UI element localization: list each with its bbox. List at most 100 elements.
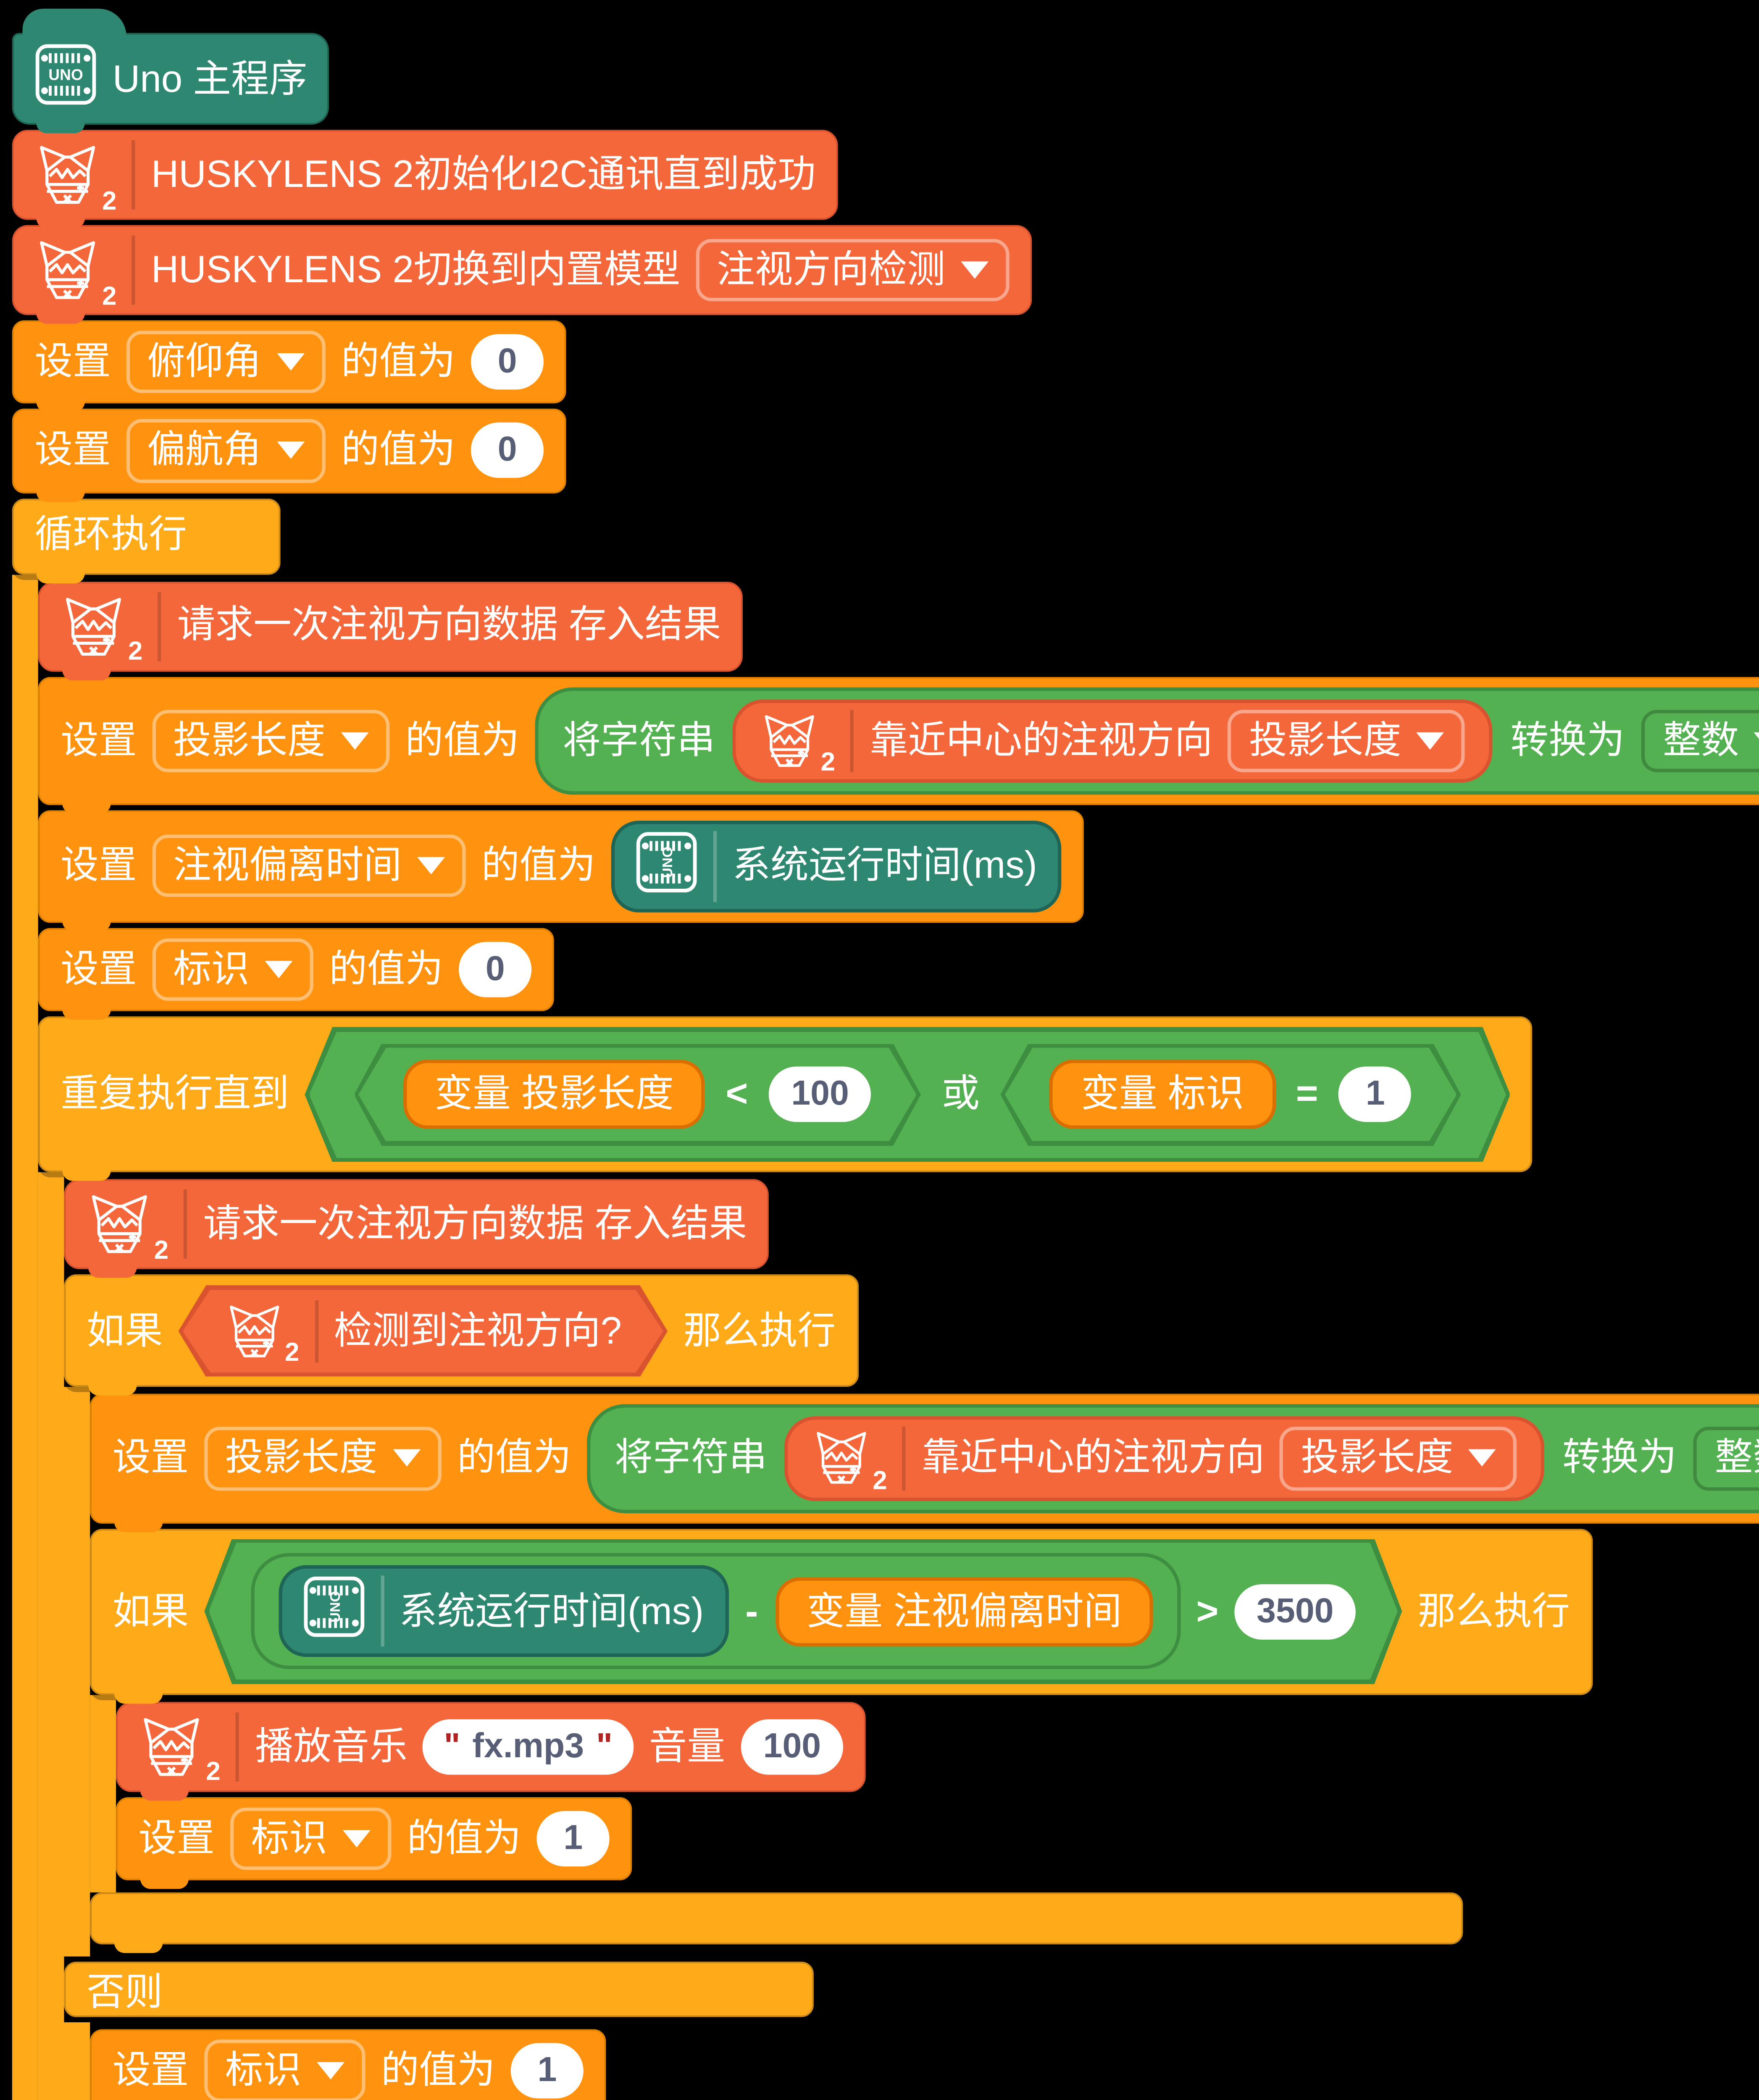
variable-dropdown[interactable]: 俯仰角 bbox=[126, 331, 326, 394]
variable-dropdown[interactable]: 注视偏离时间 bbox=[152, 835, 466, 898]
variable-dropdown[interactable]: 标识 bbox=[230, 1807, 392, 1870]
string-convert-block[interactable]: 将字符串 2 靠近中心的注视方向 投影长度 转换为 bbox=[535, 686, 1759, 795]
husky-switch-label: HUSKYLENS 2切换到内置模型 bbox=[151, 247, 681, 291]
divider bbox=[236, 1712, 240, 1781]
forever-block[interactable]: 循环执行 2 请求一次注视方向数据 存入结果 设置 投影长度 的值为 bbox=[12, 498, 1759, 2100]
music-file-input[interactable]: " fx.mp3 " bbox=[423, 1719, 634, 1774]
set-flag-block[interactable]: 设置 标识 的值为 1 bbox=[116, 1796, 632, 1889]
greater-than-operator[interactable]: UNO 系统运行时间(ms) - 变量 注视偏离时间 bbox=[204, 1538, 1402, 1684]
less-than-operator[interactable]: 变量 投影长度 < 100 bbox=[354, 1043, 921, 1146]
projection-dropdown[interactable]: 投影长度 bbox=[1228, 709, 1466, 772]
value-input[interactable]: 1 bbox=[1339, 1067, 1412, 1122]
husky-init-block[interactable]: 2 HUSKYLENS 2初始化I2C通讯直到成功 bbox=[12, 130, 839, 229]
or-operator[interactable]: 变量 投影长度 < 100 或 变量 标识 = 1 bbox=[305, 1027, 1510, 1162]
if-foot[interactable] bbox=[90, 1892, 1463, 1953]
set-flag-block[interactable]: 设置 标识 的值为 1 bbox=[90, 2029, 606, 2100]
huskylens-fox-icon: 2 bbox=[139, 1712, 221, 1786]
value-input[interactable]: 1 bbox=[510, 2043, 584, 2099]
convert-type-dropdown[interactable]: 整数 bbox=[1642, 709, 1759, 772]
value-input[interactable]: 100 bbox=[769, 1067, 872, 1122]
projection-dropdown[interactable]: 投影长度 bbox=[1280, 1427, 1517, 1490]
divider bbox=[380, 1575, 384, 1647]
variable-reporter[interactable]: 变量 标识 bbox=[1050, 1060, 1275, 1129]
else-bar[interactable]: 否则 bbox=[64, 1961, 814, 2017]
variable-dropdown[interactable]: 标识 bbox=[152, 938, 314, 1001]
if-header[interactable]: 如果 UNO 系统运行时 bbox=[90, 1528, 1593, 1704]
if-body: 2 播放音乐 " fx.mp3 " bbox=[90, 1694, 866, 1893]
husky-gaze-reporter[interactable]: 2 靠近中心的注视方向 投影长度 bbox=[784, 1417, 1545, 1501]
divider bbox=[184, 1190, 188, 1260]
string-convert-block[interactable]: 将字符串 2 靠近中心的注视方向 bbox=[587, 1404, 1759, 1512]
divider bbox=[132, 140, 136, 210]
dropdown-caret-icon bbox=[417, 858, 445, 875]
set-projection-block[interactable]: 设置 投影长度 的值为 将字符串 2 靠近中心的注视方向 bbox=[38, 676, 1759, 814]
variable-reporter[interactable]: 变量 投影长度 bbox=[403, 1060, 705, 1129]
divider bbox=[713, 830, 717, 902]
divider bbox=[158, 591, 162, 661]
value-input[interactable]: 0 bbox=[471, 334, 544, 390]
dropdown-caret-icon bbox=[317, 2062, 345, 2079]
value-input[interactable]: 3500 bbox=[1234, 1583, 1357, 1639]
script-stack: UNO Uno 主程序 2 HUSKYLENS 2初始化I2C通讯直到成功 2 … bbox=[12, 5, 1759, 2100]
model-dropdown[interactable]: 注视方向检测 bbox=[696, 239, 1010, 302]
convert-type-dropdown[interactable]: 整数 bbox=[1694, 1427, 1759, 1490]
dropdown-caret-icon bbox=[265, 961, 293, 979]
huskylens-fox-icon: 2 bbox=[60, 591, 142, 666]
huskylens-fox-icon: 2 bbox=[224, 1300, 300, 1362]
repeat-until-header[interactable]: 重复执行直到 变量 投影长度 < 100 或 变量 标识 = 1 bbox=[38, 1016, 1533, 1182]
runtime-reporter[interactable]: UNO 系统运行时间(ms) bbox=[278, 1565, 728, 1657]
variable-dropdown[interactable]: 投影长度 bbox=[204, 1427, 442, 1490]
huskylens-fox-icon: 2 bbox=[87, 1190, 168, 1265]
svg-text:UNO: UNO bbox=[48, 66, 83, 84]
husky-init-label: HUSKYLENS 2初始化I2C通讯直到成功 bbox=[151, 152, 816, 196]
if-body: 设置 投影长度 的值为 将字符串 bbox=[64, 1387, 1759, 1956]
set-gaze-deviate-time-block[interactable]: 设置 注视偏离时间 的值为 UNO 系统运行时间(ms) bbox=[38, 810, 1084, 932]
dropdown-caret-icon bbox=[1469, 1450, 1497, 1467]
subtract-operator[interactable]: UNO 系统运行时间(ms) - 变量 注视偏离时间 bbox=[250, 1553, 1181, 1670]
huskylens-fox-icon: 2 bbox=[34, 141, 117, 215]
uno-board-icon: UNO bbox=[636, 831, 698, 902]
forever-body: 2 请求一次注视方向数据 存入结果 设置 投影长度 的值为 将字符串 bbox=[12, 574, 1759, 2100]
svg-text:UNO: UNO bbox=[660, 846, 676, 877]
forever-header[interactable]: 循环执行 bbox=[12, 498, 281, 583]
value-input[interactable]: 0 bbox=[459, 942, 532, 998]
else-body: 设置 标识 的值为 1 bbox=[64, 2022, 606, 2100]
uno-board-icon: UNO bbox=[34, 43, 97, 115]
set-pitch-block[interactable]: 设置 俯仰角 的值为 0 bbox=[12, 320, 566, 413]
dropdown-caret-icon bbox=[343, 1830, 371, 1847]
repeat-until-block-1[interactable]: 重复执行直到 变量 投影长度 < 100 或 变量 标识 = 1 bbox=[38, 1016, 1759, 2100]
uno-board-icon: UNO bbox=[302, 1575, 364, 1647]
if-detect-gaze-block[interactable]: 如果 2 检测到注视方向? 那么执行 bbox=[64, 1275, 1759, 2100]
dropdown-caret-icon bbox=[277, 442, 305, 460]
uno-main-hat-block[interactable]: UNO Uno 主程序 bbox=[12, 8, 330, 134]
husky-request-block[interactable]: 2 请求一次注视方向数据 存入结果 bbox=[38, 581, 744, 680]
if-timeout-3500-block[interactable]: 如果 UNO 系统运行时 bbox=[90, 1528, 1593, 1953]
set-flag-block[interactable]: 设置 标识 的值为 0 bbox=[38, 928, 554, 1021]
dropdown-caret-icon bbox=[961, 262, 989, 279]
husky-detect-boolean[interactable]: 2 检测到注视方向? bbox=[179, 1285, 668, 1377]
husky-gaze-reporter[interactable]: 2 靠近中心的注视方向 投影长度 bbox=[732, 698, 1493, 782]
variable-dropdown[interactable]: 偏航角 bbox=[126, 420, 326, 483]
variable-reporter[interactable]: 变量 注视偏离时间 bbox=[776, 1576, 1153, 1646]
divider bbox=[851, 709, 855, 772]
variable-dropdown[interactable]: 标识 bbox=[204, 2039, 365, 2100]
variable-dropdown[interactable]: 投影长度 bbox=[152, 709, 390, 772]
hat-title: Uno 主程序 bbox=[112, 56, 308, 100]
if-header[interactable]: 如果 2 检测到注视方向? 那么执行 bbox=[64, 1275, 858, 1396]
value-input[interactable]: 1 bbox=[536, 1811, 610, 1866]
value-input[interactable]: 0 bbox=[471, 423, 544, 479]
equals-operator[interactable]: 变量 标识 = 1 bbox=[1001, 1043, 1461, 1146]
volume-input[interactable]: 100 bbox=[741, 1719, 844, 1774]
play-music-block[interactable]: 2 播放音乐 " fx.mp3 " bbox=[116, 1701, 866, 1801]
svg-text:UNO: UNO bbox=[326, 1591, 342, 1622]
huskylens-fox-icon: 2 bbox=[760, 709, 835, 777]
husky-switch-model-block[interactable]: 2 HUSKYLENS 2切换到内置模型 注视方向检测 bbox=[12, 225, 1032, 324]
set-projection-block[interactable]: 设置 投影长度 的值为 将字符串 bbox=[90, 1394, 1759, 1532]
dropdown-caret-icon bbox=[277, 354, 305, 371]
set-yaw-block[interactable]: 设置 偏航角 的值为 0 bbox=[12, 409, 566, 502]
runtime-reporter[interactable]: UNO 系统运行时间(ms) bbox=[611, 820, 1062, 913]
husky-request-block[interactable]: 2 请求一次注视方向数据 存入结果 bbox=[64, 1179, 770, 1278]
divider bbox=[132, 236, 136, 305]
dropdown-caret-icon bbox=[1754, 732, 1759, 749]
